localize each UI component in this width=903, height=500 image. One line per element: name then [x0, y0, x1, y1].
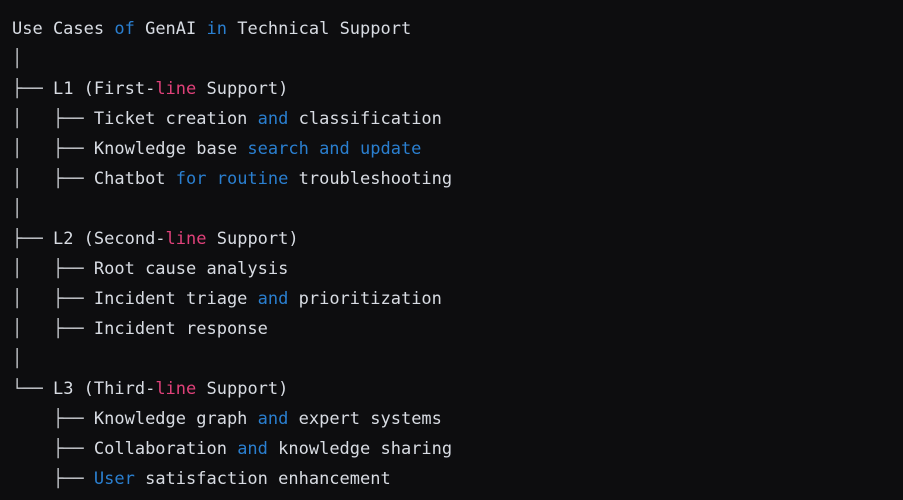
token-guide: │ ├── — [12, 139, 94, 159]
leaf-l1-1: │ ├── Ticket creation and classification — [12, 104, 903, 134]
token-keyword: search and update — [247, 139, 422, 159]
token-accent: line — [155, 379, 197, 399]
token-plain: expert systems — [288, 409, 442, 429]
token-guide: │ ├── — [12, 319, 94, 339]
token-plain: Support) — [196, 379, 289, 399]
spacer-2: │ — [12, 194, 903, 224]
leaf-l2-2: │ ├── Incident triage and prioritization — [12, 284, 903, 314]
leaf-l2-3: │ ├── Incident response — [12, 314, 903, 344]
token-keyword: User — [93, 469, 135, 489]
root-title: Use Cases of GenAI in Technical Support — [12, 14, 903, 44]
token-guide: └── — [12, 379, 53, 399]
token-plain: classification — [288, 109, 442, 129]
token-guide: │ — [12, 349, 23, 369]
token-keyword: and — [257, 409, 289, 429]
token-plain: Chatbot — [93, 169, 176, 189]
leaf-l3-1: ├── Knowledge graph and expert systems — [12, 404, 903, 434]
token-plain: Knowledge base — [93, 139, 248, 159]
token-guide: ├── — [12, 79, 53, 99]
token-plain: troubleshooting — [288, 169, 453, 189]
token-plain: Use Cases — [12, 19, 115, 39]
token-guide: ├── — [12, 469, 94, 489]
token-plain: knowledge sharing — [267, 439, 453, 459]
token-guide: ├── — [12, 409, 94, 429]
token-keyword: of — [114, 19, 135, 39]
leaf-l3-3: ├── User satisfaction enhancement — [12, 464, 903, 494]
token-guide: │ ├── — [12, 259, 94, 279]
token-accent: line — [155, 79, 197, 99]
token-guide: │ — [12, 49, 23, 69]
token-plain: Incident triage — [93, 289, 258, 309]
spacer-3: │ — [12, 344, 903, 374]
token-plain: Ticket creation — [93, 109, 258, 129]
branch-l1: ├── L1 (First-line Support) — [12, 74, 903, 104]
token-plain: Support) — [206, 229, 299, 249]
token-plain: Collaboration — [93, 439, 238, 459]
token-plain: Root cause analysis — [93, 259, 289, 279]
token-plain: Incident response — [93, 319, 268, 339]
token-guide: ├── — [12, 439, 94, 459]
spacer-1: │ — [12, 44, 903, 74]
leaf-l3-2: ├── Collaboration and knowledge sharing — [12, 434, 903, 464]
token-guide: ├── — [12, 229, 53, 249]
token-guide: │ ├── — [12, 109, 94, 129]
token-keyword: for routine — [175, 169, 289, 189]
leaf-l2-1: │ ├── Root cause analysis — [12, 254, 903, 284]
token-keyword: and — [257, 109, 289, 129]
token-plain: Technical Support — [226, 19, 412, 39]
token-plain: satisfaction enhancement — [134, 469, 391, 489]
branch-l3: └── L3 (Third-line Support) — [12, 374, 903, 404]
token-guide: │ — [12, 199, 23, 219]
token-keyword: in — [206, 19, 227, 39]
token-guide: │ ├── — [12, 289, 94, 309]
token-keyword: and — [237, 439, 268, 459]
token-keyword: and — [257, 289, 289, 309]
token-plain: GenAI — [134, 19, 207, 39]
branch-l2: ├── L2 (Second-line Support) — [12, 224, 903, 254]
token-guide: │ ├── — [12, 169, 94, 189]
leaf-l1-2: │ ├── Knowledge base search and update — [12, 134, 903, 164]
token-accent: line — [165, 229, 207, 249]
token-plain: Support) — [196, 79, 289, 99]
token-plain: L1 (First- — [52, 79, 156, 99]
token-plain: Knowledge graph — [93, 409, 258, 429]
leaf-l1-3: │ ├── Chatbot for routine troubleshootin… — [12, 164, 903, 194]
token-plain: L2 (Second- — [52, 229, 166, 249]
token-plain: L3 (Third- — [52, 379, 156, 399]
token-plain: prioritization — [288, 289, 442, 309]
